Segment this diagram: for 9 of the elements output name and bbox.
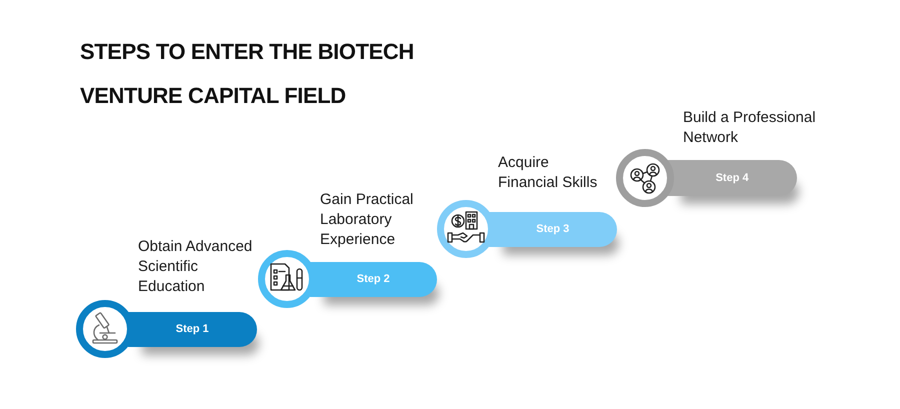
step-heading: Acquire Financial Skills bbox=[498, 153, 598, 193]
title: STEPS TO ENTER THE BIOTECH VENTURE CAPITAL FIELD bbox=[80, 38, 415, 110]
step-banner: Step 3 bbox=[488, 212, 617, 246]
step-heading: Obtain Advanced Scientific Education bbox=[138, 237, 254, 297]
step-banner: Step 1 bbox=[128, 312, 257, 346]
step-heading: Build a Professional Network bbox=[683, 108, 817, 148]
step-heading: Gain Practical Laboratory Experience bbox=[320, 190, 414, 250]
step-banner: Step 2 bbox=[310, 262, 437, 296]
step-banner: Step 4 bbox=[667, 160, 797, 196]
